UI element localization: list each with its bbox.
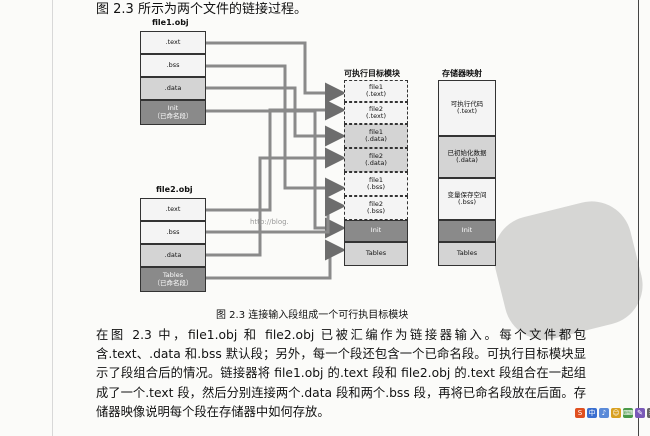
paragraph-text: 在图 2.3 中，file1.obj 和 file2.obj 已被汇编作为链接器… bbox=[96, 328, 586, 419]
exe-file1-data: file1 (.data) bbox=[344, 124, 408, 148]
mem-variable-space: 变量保存空间 (.bss) bbox=[438, 178, 496, 220]
mem-initialized-data: 已初始化数据 (.data) bbox=[438, 136, 496, 178]
emoji-icon[interactable]: ☺ bbox=[611, 408, 621, 418]
menu-icon[interactable]: ☰ bbox=[647, 408, 650, 418]
arrow-layer bbox=[205, 41, 346, 280]
sound-icon[interactable]: ♪ bbox=[599, 408, 609, 418]
page-margin-line bbox=[52, 0, 53, 436]
ime-toolbar: S 中 ♪ ☺ ⌨ ✎ ☰ ✿ bbox=[575, 406, 650, 420]
file1-text-segment: .text bbox=[140, 31, 206, 54]
arrow-file2-text bbox=[205, 99, 346, 212]
arrow-file1-text bbox=[205, 41, 346, 104]
exe-file2-bss: file2 (.bss) bbox=[344, 196, 408, 220]
linking-figure: file1.obj .text .bss .data Init （已命名段） f… bbox=[90, 18, 650, 349]
handwriting-icon[interactable]: ✎ bbox=[635, 408, 645, 418]
file2-tables-segment: Tables （已命名段） bbox=[140, 267, 206, 292]
intro-text: 图 2.3 所示为两个文件的链接过程。 bbox=[96, 2, 307, 17]
exe-file1-text: file1 (.text) bbox=[344, 80, 408, 102]
memory-map-title: 存储器映射 bbox=[442, 69, 482, 78]
watermark-url: http://blog. bbox=[250, 218, 289, 226]
exe-file2-text: file2 (.text) bbox=[344, 102, 408, 124]
exe-file1-bss: file1 (.bss) bbox=[344, 172, 408, 196]
file1-data-segment: .data bbox=[140, 77, 206, 100]
chinese-mode-icon[interactable]: 中 bbox=[587, 408, 597, 418]
exe-init: Init bbox=[344, 220, 408, 242]
window-edge-line bbox=[638, 0, 639, 436]
mem-init: Init bbox=[438, 220, 496, 242]
figure-caption: 图 2.3 连接输入段组成一个可行执目标模块 bbox=[216, 310, 409, 321]
file2-data-segment: .data bbox=[140, 244, 206, 267]
body-paragraph: 在图 2.3 中，file1.obj 和 file2.obj 已被汇编作为链接器… bbox=[96, 326, 586, 422]
file2-text-segment: .text bbox=[140, 198, 206, 221]
file2-bss-segment: .bss bbox=[140, 221, 206, 244]
mem-tables: Tables bbox=[438, 242, 496, 266]
exe-file2-data: file2 (.data) bbox=[344, 148, 408, 172]
file2-title: file2.obj bbox=[156, 185, 193, 194]
sogou-icon[interactable]: S bbox=[575, 408, 585, 418]
keyboard-icon[interactable]: ⌨ bbox=[622, 408, 634, 418]
file1-init-segment: Init （已命名段） bbox=[140, 100, 206, 125]
arrow-file2-bss bbox=[205, 195, 346, 234]
file1-bss-segment: .bss bbox=[140, 54, 206, 77]
arrow-file2-data bbox=[205, 147, 346, 257]
arrow-file2-tables bbox=[205, 239, 346, 280]
exe-tables: Tables bbox=[344, 242, 408, 266]
mem-executable-code: 可执行代码 (.text) bbox=[438, 80, 496, 136]
arrow-file1-bss bbox=[205, 64, 346, 199]
executable-title: 可执行目标模块 bbox=[344, 69, 400, 78]
file1-title: file1.obj bbox=[152, 18, 189, 27]
